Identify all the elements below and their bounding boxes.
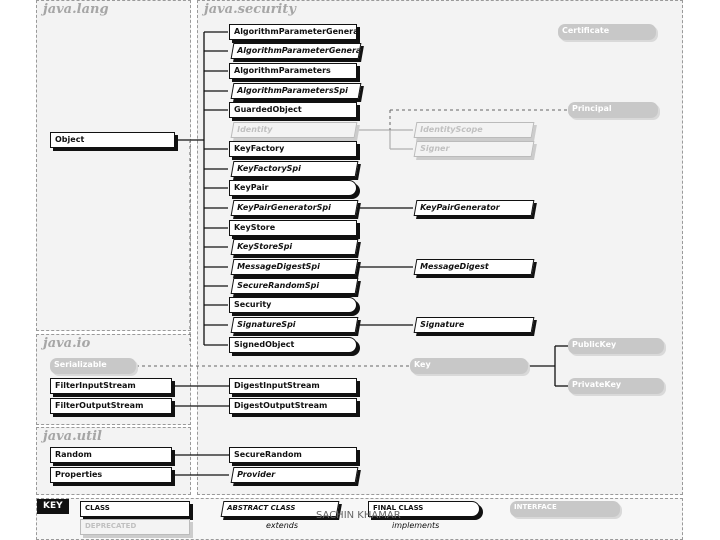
package-java-lang: java.lang: [36, 0, 191, 331]
class-digest-output-stream[interactable]: DigestOutputStream: [229, 398, 357, 414]
interface-private-key[interactable]: PrivateKey: [568, 378, 664, 394]
class-provider[interactable]: Provider: [230, 467, 359, 483]
class-key-pair-generator[interactable]: KeyPairGenerator: [413, 200, 535, 216]
class-filter-output-stream[interactable]: FilterOutputStream: [50, 398, 172, 414]
interface-serializable[interactable]: Serializable: [50, 358, 136, 374]
legend-key-label: KEY: [37, 499, 69, 514]
class-message-digest-spi[interactable]: MessageDigestSpi: [230, 259, 359, 275]
class-object[interactable]: Object: [50, 132, 175, 148]
legend-extends-label: extends: [266, 521, 299, 530]
class-algorithm-parameter-generator-spi[interactable]: AlgorithmParameterGeneratorSpi: [230, 43, 362, 59]
legend-final-class: FINAL CLASS: [368, 501, 480, 517]
class-key-pair[interactable]: KeyPair: [229, 180, 357, 196]
legend-interface: INTERFACE: [510, 501, 620, 517]
class-identity[interactable]: Identity: [230, 122, 358, 138]
package-title-java-util: java.util: [43, 429, 102, 444]
interface-principal[interactable]: Principal: [568, 102, 658, 118]
class-security[interactable]: Security: [229, 297, 357, 313]
class-key-store[interactable]: KeyStore: [229, 220, 357, 236]
class-key-factory[interactable]: KeyFactory: [229, 141, 357, 157]
interface-certificate[interactable]: Certificate: [558, 24, 656, 40]
class-signature-spi[interactable]: SignatureSpi: [230, 317, 359, 333]
class-signer[interactable]: Signer: [413, 141, 535, 157]
watermark: SACHIN KHAMAR: [316, 510, 401, 521]
class-guarded-object[interactable]: GuardedObject: [229, 102, 357, 118]
legend-class: CLASS: [80, 501, 190, 517]
class-random[interactable]: Random: [50, 447, 172, 463]
class-properties[interactable]: Properties: [50, 467, 172, 483]
class-key-pair-generator-spi[interactable]: KeyPairGeneratorSpi: [230, 200, 359, 216]
interface-key[interactable]: Key: [410, 358, 528, 374]
class-secure-random[interactable]: SecureRandom: [229, 447, 357, 463]
package-title-java-security: java.security: [204, 2, 296, 17]
class-identity-scope[interactable]: IdentityScope: [413, 122, 535, 138]
class-algorithm-parameters-spi[interactable]: AlgorithmParametersSpi: [230, 83, 362, 99]
class-signature[interactable]: Signature: [413, 317, 535, 333]
class-algorithm-parameter-generator[interactable]: AlgorithmParameterGenerator: [229, 24, 357, 40]
class-digest-input-stream[interactable]: DigestInputStream: [229, 378, 357, 394]
legend-deprecated: DEPRECATED: [80, 519, 190, 535]
class-key-store-spi[interactable]: KeyStoreSpi: [230, 239, 359, 255]
class-message-digest[interactable]: MessageDigest: [413, 259, 535, 275]
legend-implements-label: implements: [392, 521, 440, 530]
class-signed-object[interactable]: SignedObject: [229, 337, 357, 353]
interface-public-key[interactable]: PublicKey: [568, 338, 664, 354]
class-filter-input-stream[interactable]: FilterInputStream: [50, 378, 172, 394]
package-title-java-lang: java.lang: [43, 2, 109, 17]
class-algorithm-parameters[interactable]: AlgorithmParameters: [229, 63, 357, 79]
class-secure-random-spi[interactable]: SecureRandomSpi: [230, 278, 359, 294]
package-title-java-io: java.io: [43, 336, 91, 351]
class-key-factory-spi[interactable]: KeyFactorySpi: [230, 161, 359, 177]
